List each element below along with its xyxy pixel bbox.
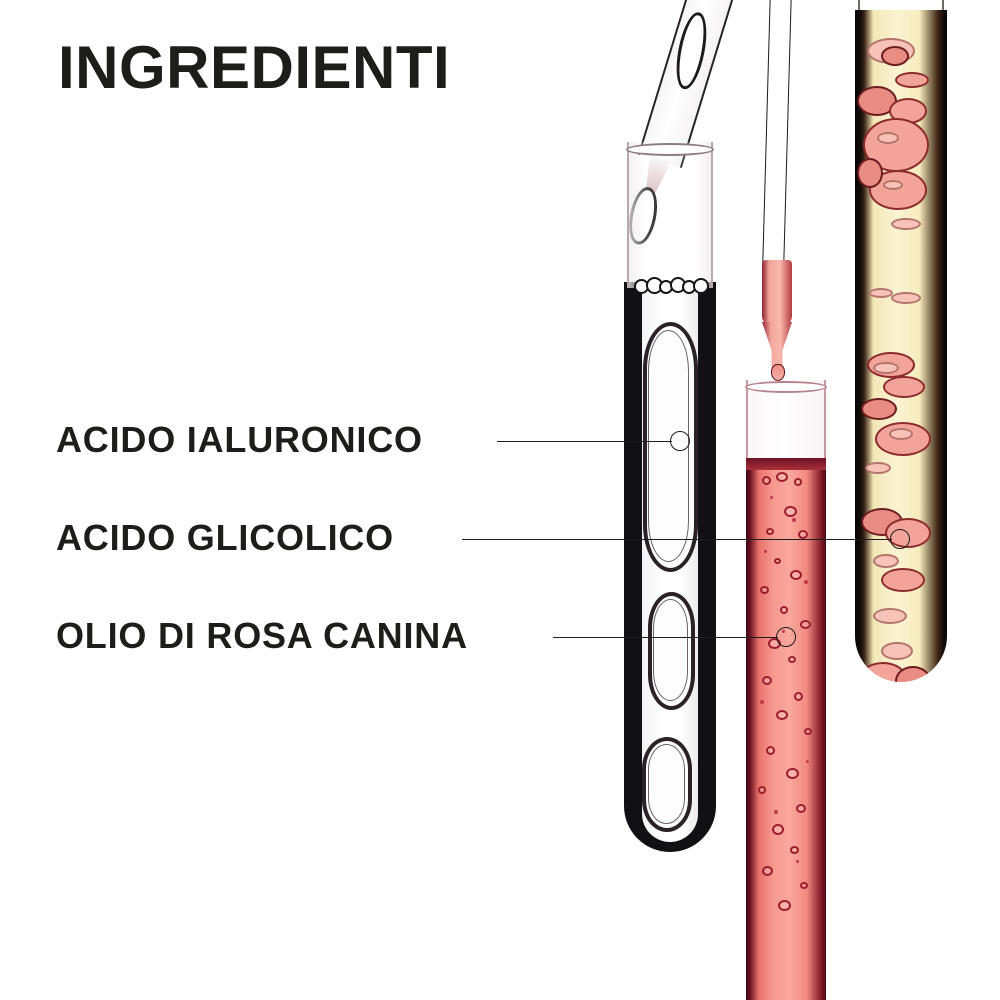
page-title: INGREDIENTI [58,34,451,101]
rose-pipette [760,0,794,381]
gel-bubble-mid-inner [653,599,688,701]
callout-marker-olio-di-rosa-canina [776,627,796,647]
rose-pipette-bulb [762,260,792,326]
callout-line-acido-glicolico [462,539,892,540]
callout-marker-acido-glicolico [890,529,910,549]
rose-pipette-tip [762,322,792,368]
ingredient-label-olio-di-rosa-canina: OLIO DI ROSA CANINA [56,615,468,656]
ingredient-label-acido-ialuronico: ACIDO IALURONICO [56,419,423,460]
clear-gel-test-tube [624,142,716,852]
yellow-oil-test-tube [855,0,947,690]
callout-line-acido-ialuronico [497,441,672,442]
gel-bubble-small-inner [648,744,685,824]
rose-liquid-test-tube [744,380,828,1000]
clear-tube-glass [627,142,713,288]
rose-tube-meniscus [746,458,826,470]
clear-tube-surface-bubbles [628,277,712,294]
callout-marker-acido-ialuronico [670,431,690,451]
ingredient-label-acido-glicolico: ACIDO GLICOLICO [56,517,394,558]
callout-line-olio-di-rosa-canina [553,637,778,638]
rose-tube-glass [746,380,826,466]
rose-droplet [771,364,785,381]
yellow-tube-liquid [855,10,947,682]
rose-tube-rim [745,381,827,393]
clear-tube-rim [626,143,714,156]
rose-tube-liquid [746,460,826,1000]
rose-pipette-stem [762,0,792,266]
